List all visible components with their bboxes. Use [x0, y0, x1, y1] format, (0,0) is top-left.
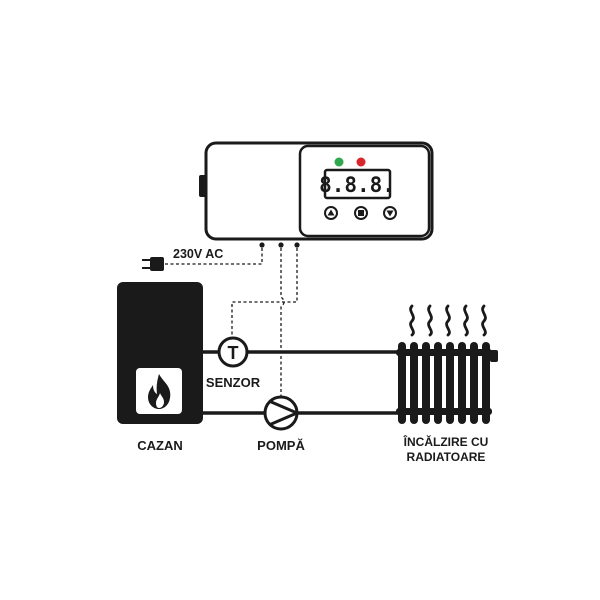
- radiator-label-line1: ÎNCĂLZIRE CU: [403, 434, 489, 449]
- stop-square-icon: [358, 210, 364, 216]
- sensor-symbol: T: [228, 343, 239, 363]
- temperature-sensor: T: [217, 336, 249, 368]
- heat-waves-icon: [409, 304, 487, 337]
- display-readout: 8.8.8.: [319, 173, 395, 197]
- pump-triangle-icon: [268, 399, 299, 427]
- down-arrow-icon: [386, 210, 394, 217]
- pump-cable: [280, 248, 285, 398]
- boiler-label: CAZAN: [137, 438, 183, 453]
- radiator: [396, 342, 498, 424]
- controller-side-clip: [199, 175, 207, 197]
- pump: [263, 395, 299, 431]
- terminal-sensor: [294, 242, 300, 248]
- radiator-valve: [490, 350, 498, 362]
- pump-label: POMPĂ: [257, 438, 305, 453]
- up-button[interactable]: [324, 206, 338, 220]
- power-label: 230V AC: [173, 247, 223, 261]
- pipes: [203, 350, 402, 415]
- terminal-power: [259, 242, 265, 248]
- controller-unit: 8.8.8.: [199, 141, 434, 248]
- green-led-icon: [334, 157, 344, 167]
- flame-icon: [148, 374, 171, 409]
- up-arrow-icon: [327, 209, 335, 216]
- down-button[interactable]: [383, 206, 397, 220]
- boiler: [117, 282, 203, 424]
- terminal-pump: [278, 242, 284, 248]
- sensor-label: SENZOR: [206, 375, 261, 390]
- radiator-label-line2: RADIATOARE: [407, 450, 486, 464]
- set-button[interactable]: [354, 206, 368, 220]
- wiring: [165, 248, 298, 398]
- sensor-cable: [231, 248, 298, 340]
- power-plug-icon: [142, 257, 164, 271]
- red-led-icon: [356, 157, 366, 167]
- digital-display: [323, 168, 392, 200]
